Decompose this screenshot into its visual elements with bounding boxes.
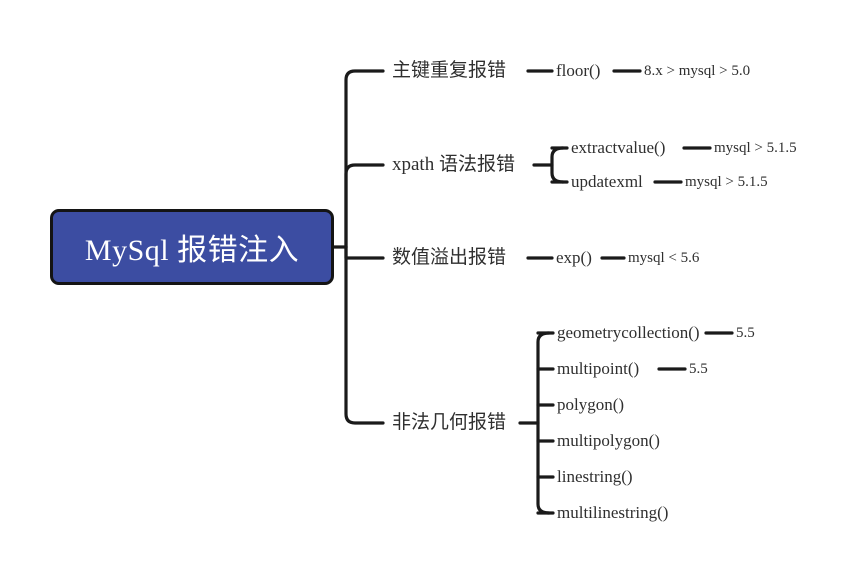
- node-label-updatexml-function[interactable]: updatexml: [571, 172, 643, 191]
- connector-main-trunk-4: [344, 245, 385, 425]
- branch-label-xpath-syntax[interactable]: xpath 语法报错: [392, 154, 515, 175]
- node-label-multipoint-function[interactable]: multipoint(): [557, 359, 640, 378]
- node-label-polygon-function[interactable]: polygon(): [557, 395, 625, 414]
- node-label-multipoint-version[interactable]: 5.5: [689, 361, 708, 377]
- branch-label-numeric-overflow[interactable]: 数值溢出报错: [392, 247, 507, 268]
- node-label-geometrycollection-version[interactable]: 5.5: [736, 325, 755, 341]
- branch-label-illegal-geometry[interactable]: 非法几何报错: [392, 412, 507, 433]
- node-label-geometrycollection-function[interactable]: geometrycollection(): [557, 323, 700, 342]
- connector-main-trunk-3: [344, 245, 385, 260]
- connector-b1-fork: [550, 146, 565, 184]
- node-label-extractvalue-function[interactable]: extractvalue(): [571, 138, 666, 157]
- node-label-multilinestring-function[interactable]: multilinestring(): [557, 503, 669, 522]
- node-label-updatexml-version[interactable]: mysql > 5.1.5: [685, 174, 768, 190]
- node-label-multipolygon-function[interactable]: multipolygon(): [557, 431, 660, 450]
- node-label-exp-version[interactable]: mysql < 5.6: [628, 250, 700, 266]
- node-label-linestring-function[interactable]: linestring(): [557, 467, 633, 486]
- root-node-label: MySql 报错注入: [84, 234, 300, 267]
- connector-b3-bracket: [536, 331, 551, 515]
- root-node[interactable]: MySql 报错注入: [50, 209, 334, 285]
- branch-label-primary-key-duplicate[interactable]: 主键重复报错: [392, 60, 507, 81]
- node-label-floor-version-range[interactable]: 8.x > mysql > 5.0: [644, 63, 751, 79]
- connector-main-trunk: [344, 69, 385, 249]
- node-label-extractvalue-version[interactable]: mysql > 5.1.5: [714, 140, 797, 156]
- connector-main-trunk-2: [344, 163, 385, 249]
- node-label-floor-function[interactable]: floor(): [556, 61, 601, 80]
- node-label-exp-function[interactable]: exp(): [556, 248, 592, 267]
